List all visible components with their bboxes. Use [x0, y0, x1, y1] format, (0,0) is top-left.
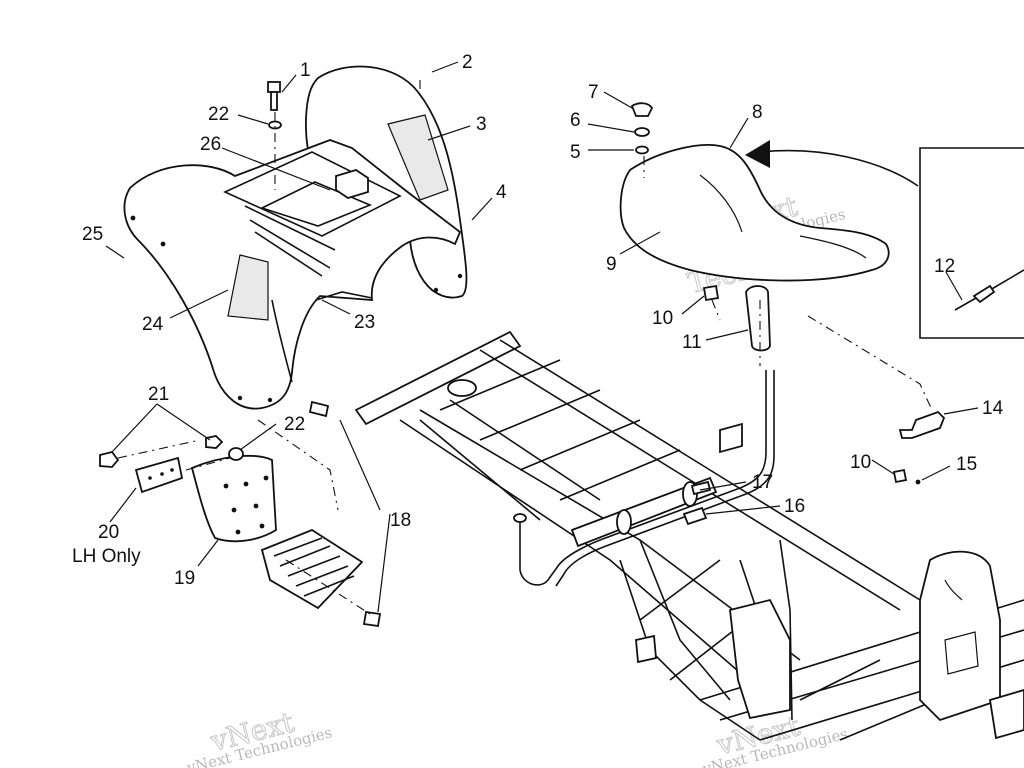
callout-20: 20	[98, 522, 119, 543]
callout-19: 19	[174, 568, 195, 589]
detail-inset	[919, 147, 1024, 339]
callout-26: 26	[200, 134, 221, 155]
callout-1: 1	[300, 60, 311, 81]
callout-16: 16	[784, 496, 805, 517]
callout-4: 4	[496, 182, 507, 203]
watermark-lower-left: vNext vNext Technologies	[184, 705, 334, 768]
callout-22-upper: 22	[208, 104, 229, 125]
callout-21: 21	[148, 384, 169, 405]
callout-12: 12	[934, 256, 955, 277]
callout-labels: 1 2 3 4 5 6 7 8 9 10 10 11 12 14 15 16 1…	[72, 52, 1004, 589]
callout-7: 7	[588, 82, 599, 103]
callout-23: 23	[354, 312, 375, 333]
callout-10-lower: 10	[850, 452, 871, 473]
callout-11: 11	[682, 332, 702, 353]
callout-2: 2	[462, 52, 473, 73]
callout-24: 24	[142, 314, 164, 335]
callout-15: 15	[956, 454, 977, 475]
callout-9: 9	[606, 254, 617, 275]
callout-8: 8	[752, 102, 763, 123]
footwell-assembly	[99, 400, 382, 628]
callout-6: 6	[570, 110, 581, 131]
bolt-part-1	[267, 81, 281, 111]
callout-14: 14	[982, 398, 1004, 419]
rear-fender-assembly	[123, 65, 468, 410]
callout-18: 18	[390, 510, 411, 531]
callout-3: 3	[476, 114, 487, 135]
callout-5: 5	[570, 142, 581, 163]
callout-25: 25	[82, 224, 103, 245]
callout-22-lower: 22	[284, 414, 305, 435]
seat-assembly	[619, 102, 919, 352]
note-lh-only: LH Only	[72, 546, 141, 567]
bracket-part-14	[892, 410, 946, 485]
leader-lines	[105, 61, 979, 613]
washer-part-22-top	[268, 120, 282, 130]
atv-frame	[354, 330, 1024, 741]
callout-10-upper: 10	[652, 308, 673, 329]
callout-17: 17	[752, 472, 773, 493]
